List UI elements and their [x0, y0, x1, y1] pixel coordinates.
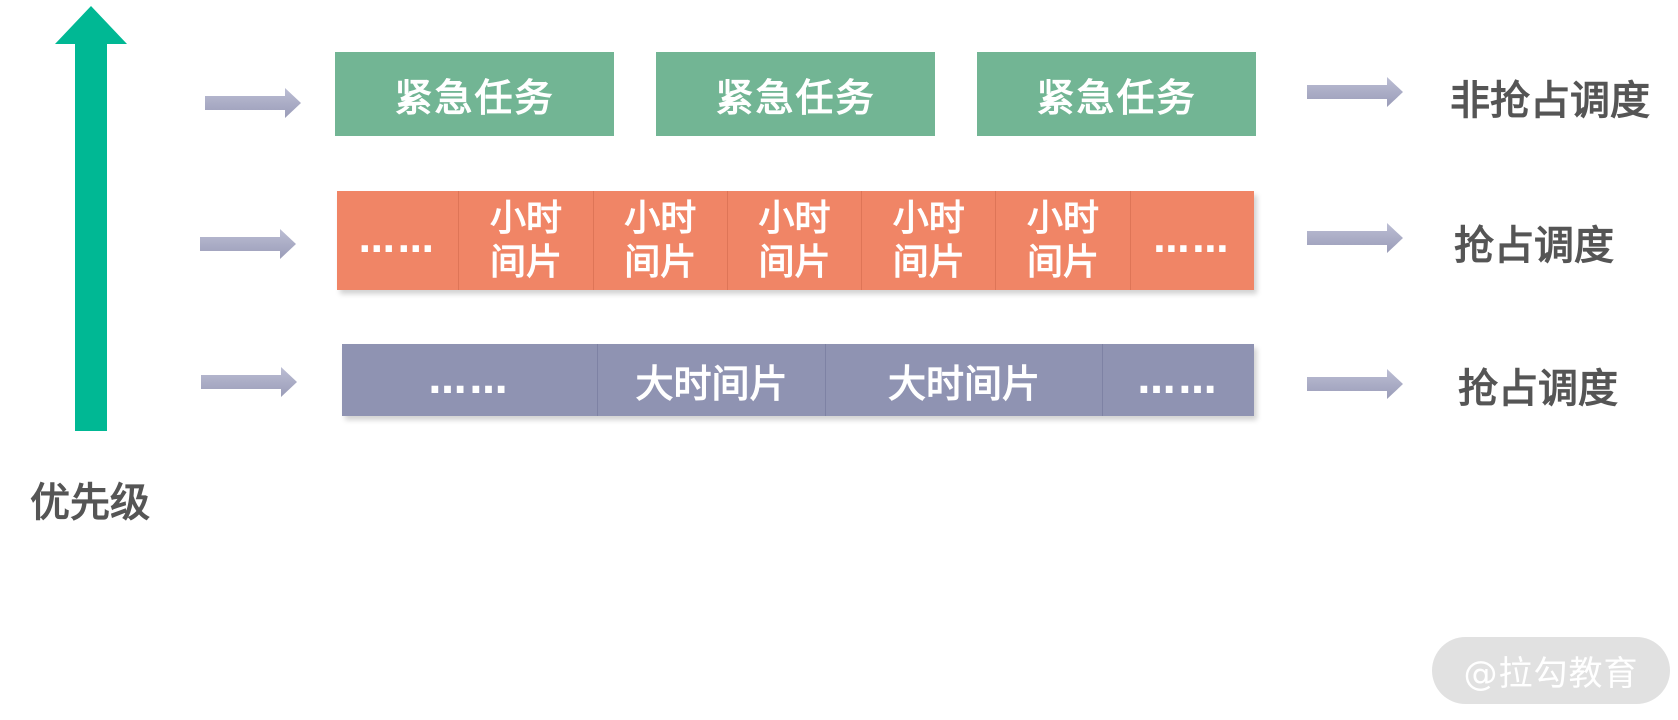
small-time-slice: 小时 间片	[459, 191, 594, 290]
scheduling-label-row-1: 非抢占调度	[1450, 78, 1650, 124]
row-1-in-arrow-icon	[205, 88, 301, 118]
urgent-task-3: 紧急任务	[977, 52, 1256, 136]
large-time-slice: 大时间片	[598, 344, 826, 416]
urgent-task-2: 紧急任务	[656, 52, 935, 136]
large-time-slice: 大时间片	[826, 344, 1103, 416]
small-time-slice: 小时 间片	[996, 191, 1131, 290]
row-1-out-arrow-icon	[1307, 77, 1403, 107]
row-2-out-arrow-icon	[1307, 223, 1403, 253]
row-2-in-arrow-icon	[200, 229, 296, 259]
slice-ellipsis-end: ……	[1137, 358, 1220, 402]
small-time-slice: 小时 间片	[862, 191, 997, 290]
slice-ellipsis-start: ……	[342, 344, 598, 416]
priority-up-arrow-icon	[55, 6, 127, 431]
scheduling-label-row-2: 抢占调度	[1454, 223, 1614, 269]
small-time-slice: 小时 间片	[728, 191, 863, 290]
slice-ellipsis-end: ……	[1153, 219, 1232, 261]
row-3-out-arrow-icon	[1307, 369, 1403, 399]
scheduling-label-row-3: 抢占调度	[1458, 366, 1618, 412]
priority-label: 优先级	[30, 480, 150, 526]
row-3-in-arrow-icon	[201, 367, 297, 397]
small-time-slice: 小时 间片	[594, 191, 728, 290]
watermark: @拉勾教育	[1432, 637, 1670, 704]
slice-ellipsis-start: ……	[337, 191, 460, 290]
large-slice-row: …… 大时间片 大时间片 ……	[342, 344, 1254, 416]
urgent-task-1: 紧急任务	[335, 52, 614, 136]
small-slice-row: …… 小时 间片 小时 间片 小时 间片 小时 间片 小时 间片 ……	[337, 191, 1254, 290]
